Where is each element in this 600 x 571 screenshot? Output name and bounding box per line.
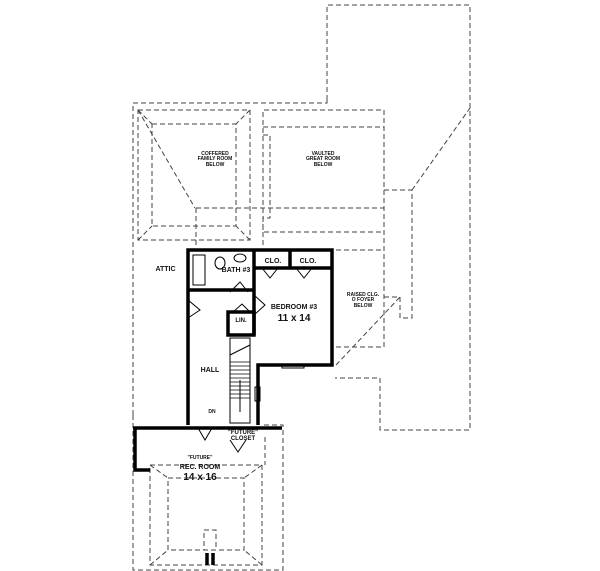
hall-label: HALL <box>200 367 220 374</box>
future-closet-label: "FUTURE" CLOSET <box>227 430 259 443</box>
dashed-roof-lines <box>132 4 471 571</box>
down-stairs-label: DN <box>208 409 216 415</box>
linen-label: LIN. <box>235 318 247 324</box>
raised-ceiling-foyer-label: RAISED CLG. O FOYER BELOW <box>346 292 380 309</box>
rec-room-size: 14 x 16 <box>183 472 217 483</box>
coffered-family-room-label: COFFERED FAMILY ROOM BELOW <box>197 151 233 168</box>
vaulted-great-room-label: VAULTED GREAT ROOM BELOW <box>305 151 341 168</box>
closet-1-label: CLO. <box>264 258 282 265</box>
rec-room-label: REC. ROOM <box>179 464 221 471</box>
bath-3-label: BATH #3 <box>221 267 251 274</box>
future-label: "FUTURE" <box>187 455 213 461</box>
fixtures-and-stairs <box>187 253 313 453</box>
attic-label: ATTIC <box>155 266 176 273</box>
bedroom-3-label: BEDROOM #3 <box>270 304 318 311</box>
bedroom-3-size: 11 x 14 <box>277 313 311 324</box>
walls <box>133 248 334 565</box>
closet-2-label: CLO. <box>299 258 317 265</box>
